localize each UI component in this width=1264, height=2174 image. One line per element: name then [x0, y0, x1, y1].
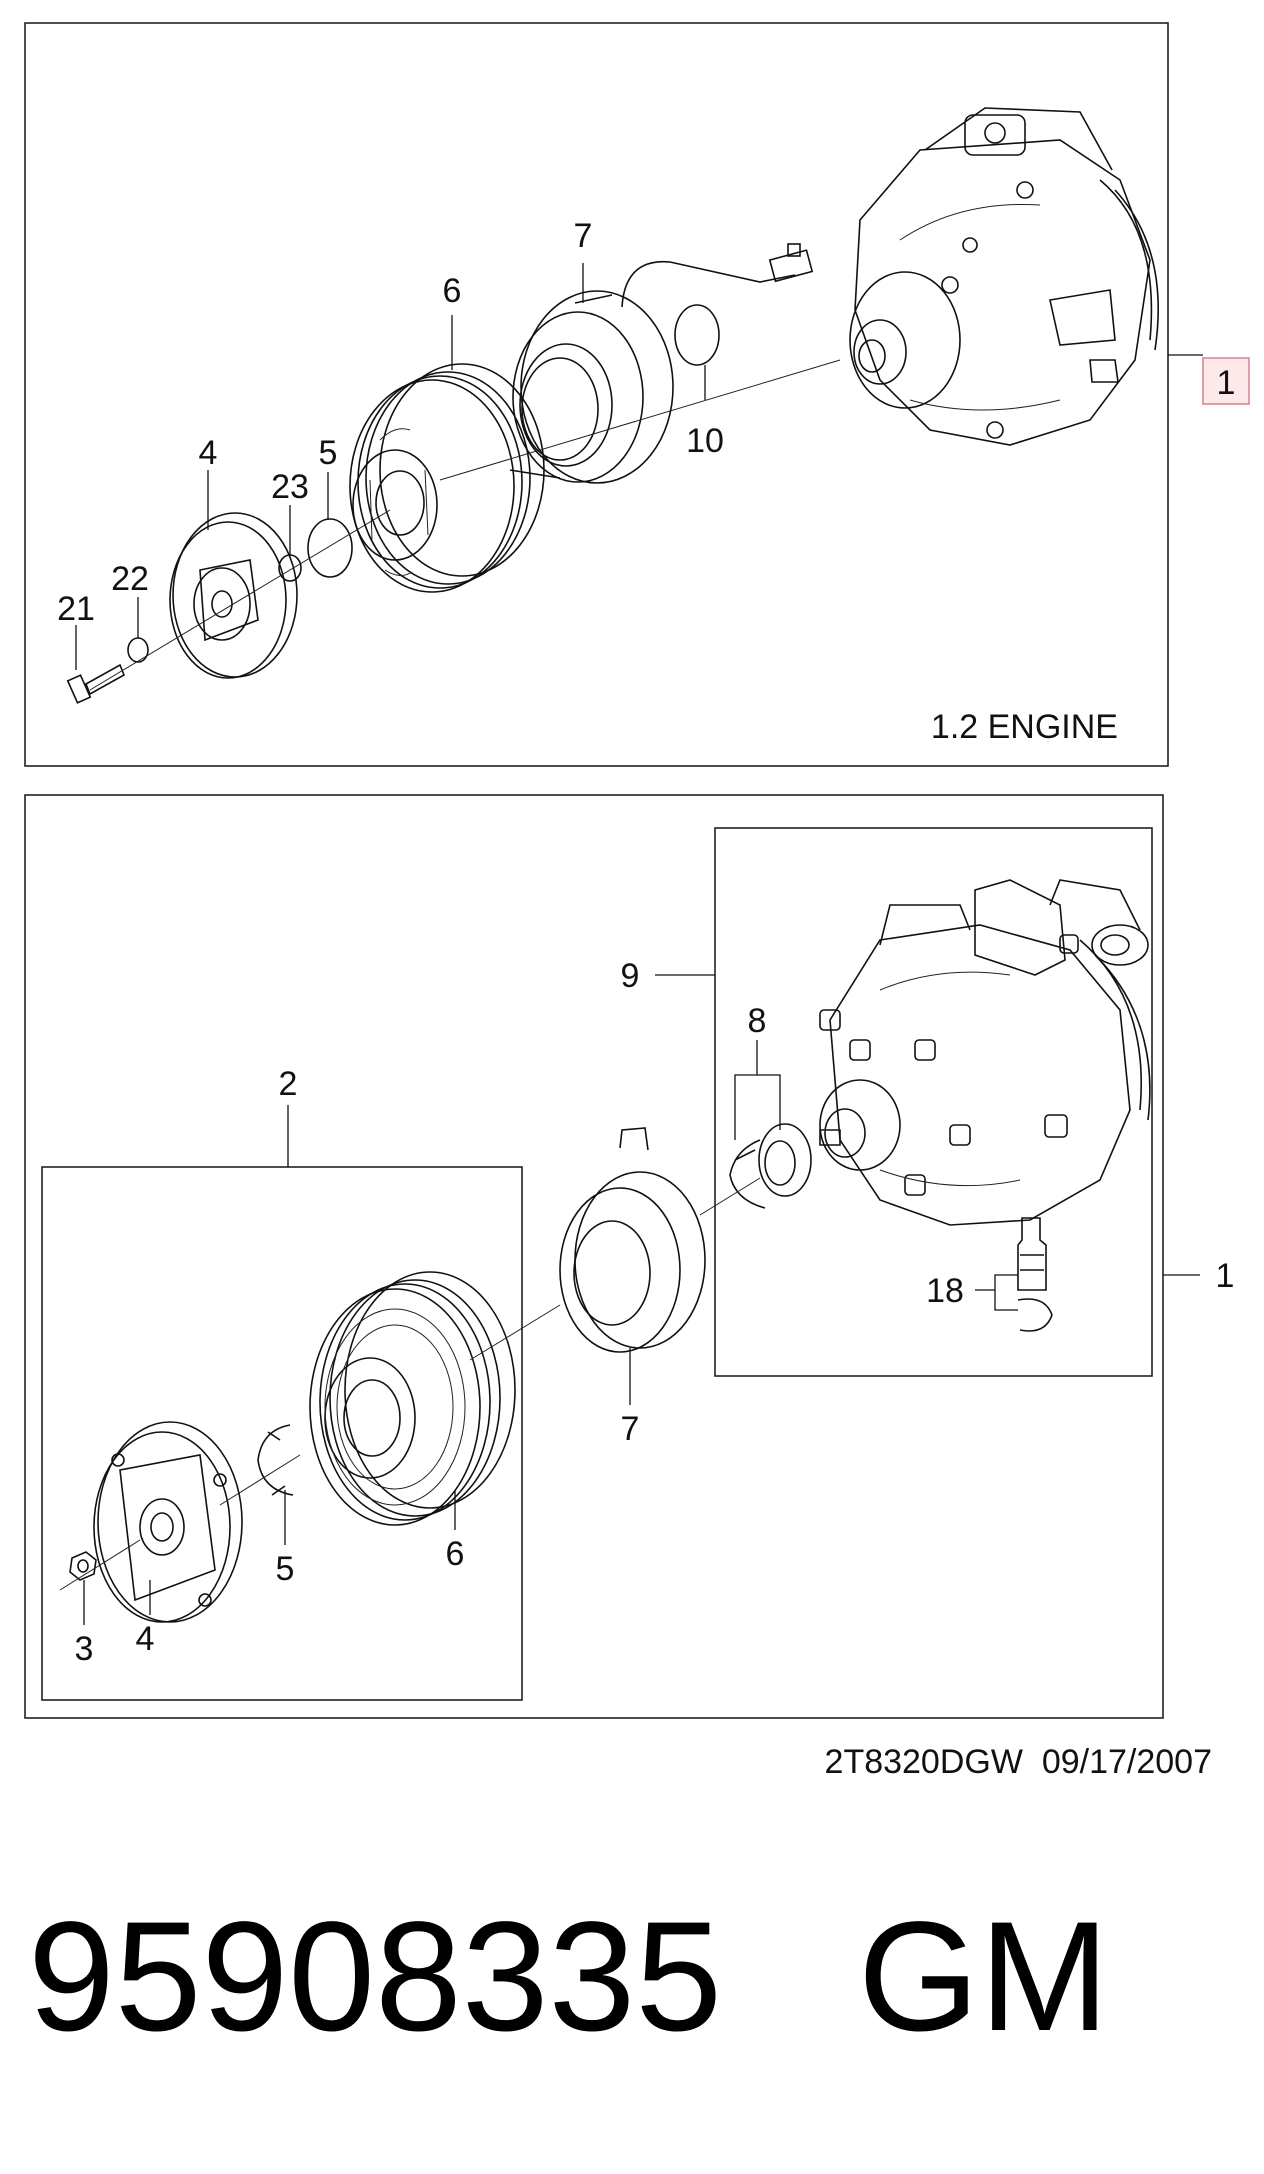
brand-label: GM — [858, 1890, 1109, 2064]
drawing-code: 2T8320DGW 09/17/2007 — [825, 1743, 1212, 1781]
bottom-pulley-6 — [309, 1271, 516, 1526]
top-callout-leaders — [75, 263, 1203, 670]
top-wire-connector — [621, 243, 814, 308]
bottom-nut-3 — [69, 1551, 97, 1581]
bottom-compressor — [819, 879, 1151, 1226]
compressor-subframe — [714, 827, 1153, 1377]
bottom-panel: 9 8 2 18 1 7 6 5 4 3 — [24, 794, 1235, 1719]
top-clutch-plate-4 — [169, 512, 298, 679]
top-callout-10: 10 — [686, 422, 724, 460]
bottom-assembly-axis — [59, 1177, 761, 1591]
top-callout-1-highlight[interactable] — [1202, 357, 1250, 405]
top-snap-ring-10 — [674, 304, 720, 366]
top-panel-frame — [24, 22, 1169, 767]
top-shim-23 — [278, 554, 302, 582]
top-callout-4: 4 — [199, 434, 218, 472]
bottom-callout-3: 3 — [75, 1630, 94, 1668]
bottom-callout-2: 2 — [279, 1065, 298, 1103]
engine-label: 1.2 ENGINE — [931, 708, 1118, 746]
bottom-clutch-plate-4 — [93, 1421, 243, 1623]
bottom-callout-9: 9 — [621, 957, 640, 995]
bottom-snap-ring-5 — [257, 1424, 294, 1496]
bottom-panel-frame — [24, 794, 1164, 1719]
bottom-callout-5: 5 — [276, 1550, 295, 1588]
top-washer-22 — [127, 637, 149, 663]
bottom-callout-7: 7 — [621, 1410, 640, 1448]
bottom-shaft-seal-8 — [729, 1123, 812, 1209]
top-callout-22: 22 — [111, 560, 149, 598]
bottom-callout-18: 18 — [926, 1272, 964, 1310]
top-panel: 7 6 10 4 5 23 22 21 1 1.2 ENGINE — [24, 22, 1250, 767]
top-bolt-21 — [66, 663, 126, 704]
bottom-callout-leaders — [83, 974, 1200, 1625]
bottom-callout-4: 4 — [136, 1620, 155, 1658]
top-pulley-6 — [349, 363, 545, 593]
bottom-callout-1: 1 — [1216, 1257, 1235, 1295]
top-callout-5: 5 — [319, 434, 338, 472]
part-number: 95908335 — [28, 1890, 722, 2064]
bottom-field-coil-7 — [559, 1127, 706, 1353]
bottom-callout-8: 8 — [748, 1002, 767, 1040]
bottom-callout-6: 6 — [446, 1535, 465, 1573]
top-callout-1: 1 — [1217, 364, 1236, 402]
top-compressor — [849, 107, 1160, 446]
top-callout-21: 21 — [57, 590, 95, 628]
clutch-subframe — [41, 1166, 523, 1701]
top-assembly-axis — [89, 359, 841, 691]
bottom-valve-18 — [1017, 1217, 1053, 1332]
top-callout-6: 6 — [443, 272, 462, 310]
top-callout-7: 7 — [574, 217, 593, 255]
top-snap-ring-5 — [307, 518, 353, 578]
top-callout-23: 23 — [271, 468, 309, 506]
top-field-coil-7 — [509, 290, 674, 484]
